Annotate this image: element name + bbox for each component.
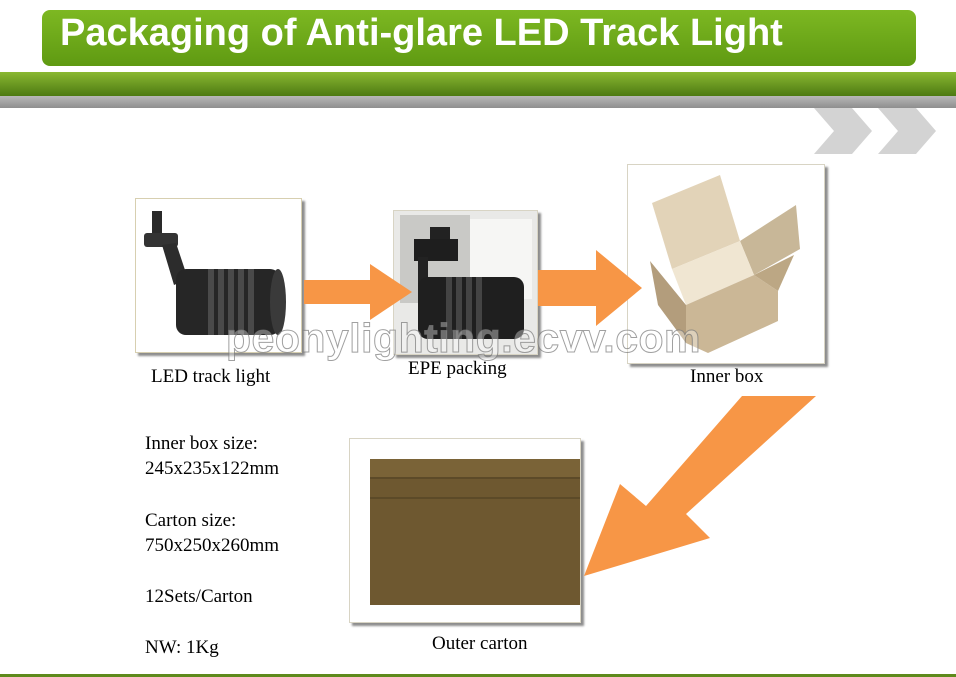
spec-inner-box-value: 245x235x122mm [145, 458, 280, 479]
bottom-divider [0, 674, 956, 677]
spec-sets-per-carton: 12Sets/Carton [145, 586, 253, 607]
epe-packing-photo [393, 210, 538, 355]
arrow-down-left-icon [584, 396, 816, 576]
spec-inner-box-label: Inner box size: [145, 433, 258, 454]
green-divider-band [0, 72, 956, 96]
caption-inner-box: Inner box [690, 366, 764, 387]
caption-epe-packing: EPE packing [408, 358, 507, 379]
arrow-right-1-icon [304, 264, 412, 320]
spec-carton-label: Carton size: [145, 510, 237, 531]
gray-divider-band [0, 96, 956, 108]
spec-net-weight: NW: 1Kg [145, 637, 219, 658]
title-banner: Packaging of Anti-glare LED Track Light [42, 10, 916, 66]
outer-carton-photo [349, 438, 581, 623]
spec-carton-value: 750x250x260mm [145, 535, 280, 556]
caption-led-track-light: LED track light [151, 366, 271, 387]
led-track-light-photo [135, 198, 302, 353]
inner-box-photo [627, 164, 825, 364]
chevron-decoration-icon [812, 108, 947, 154]
watermark: peonylighting.ecvv.com [226, 315, 702, 362]
page-title: Packaging of Anti-glare LED Track Light [60, 12, 783, 54]
caption-outer-carton: Outer carton [432, 633, 528, 654]
arrow-right-2-icon [538, 250, 642, 326]
